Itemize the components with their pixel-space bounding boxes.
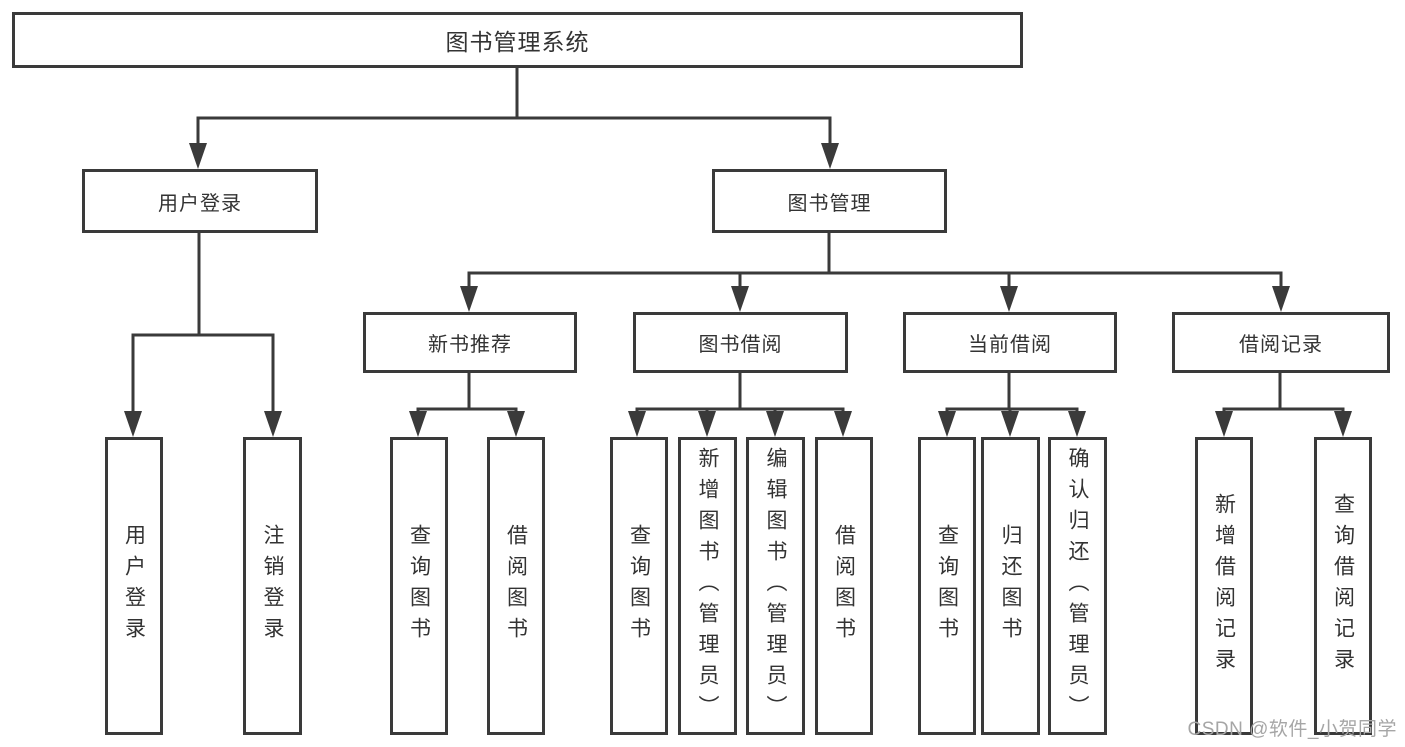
csdn-watermark: CSDN @软件_小贺同学 [1187,719,1397,740]
node-borrow-records-label: 借阅记录 [1239,334,1323,356]
leaf-user-login: 用户登录 [105,437,163,735]
leaf-logout-label: 注销登录 [261,524,284,648]
leaf-borrow-books: 借阅图书 [815,437,873,735]
leaf-add-books-admin-label: 新增图书（管理员） [696,446,719,726]
leaf-confirm-return-admin: 确认归还（管理员） [1048,437,1107,735]
leaf-add-books-admin: 新增图书（管理员） [678,437,737,735]
leaf-add-borrow-record-label: 新增借阅记录 [1212,493,1236,679]
node-new-book-recommend: 新书推荐 [363,312,577,373]
leaf-recommend-borrow-books-label: 借阅图书 [504,524,528,648]
leaf-add-borrow-record: 新增借阅记录 [1195,437,1253,735]
leaf-logout: 注销登录 [243,437,302,735]
leaf-current-query-books-label: 查询图书 [935,524,959,648]
leaf-recommend-query-books-label: 查询图书 [407,524,431,648]
node-current-borrow-label: 当前借阅 [968,334,1052,356]
node-book-borrow-label: 图书借阅 [698,334,783,356]
arrowheads [124,143,1352,437]
node-current-borrow: 当前借阅 [903,312,1117,373]
leaf-user-login-label: 用户登录 [122,524,146,648]
leaf-edit-books-admin: 编辑图书（管理员） [746,437,805,735]
leaf-edit-books-admin-label: 编辑图书（管理员） [764,446,787,726]
leaf-recommend-query-books: 查询图书 [390,437,448,735]
leaf-return-books-label: 归还图书 [999,524,1022,648]
leaf-confirm-return-admin-label: 确认归还（管理员） [1066,446,1089,726]
leaf-recommend-borrow-books: 借阅图书 [487,437,545,735]
node-book-management-label: 图书管理 [787,192,872,215]
leaf-borrow-query-books-label: 查询图书 [627,524,651,648]
leaf-borrow-books-label: 借阅图书 [832,524,856,648]
leaf-borrow-query-books: 查询图书 [610,437,668,735]
leaf-query-borrow-record: 查询借阅记录 [1314,437,1372,735]
node-user-login-label: 用户登录 [158,192,242,215]
node-root-label: 图书管理系统 [445,29,590,55]
leaf-current-query-books: 查询图书 [918,437,976,735]
leaf-return-books: 归还图书 [981,437,1040,735]
leaf-query-borrow-record-label: 查询借阅记录 [1331,493,1355,679]
node-new-book-recommend-label: 新书推荐 [428,334,512,356]
node-user-login: 用户登录 [82,169,318,233]
node-book-borrow: 图书借阅 [633,312,848,373]
node-book-management: 图书管理 [712,169,947,233]
node-borrow-records: 借阅记录 [1172,312,1390,373]
node-root: 图书管理系统 [12,12,1023,68]
